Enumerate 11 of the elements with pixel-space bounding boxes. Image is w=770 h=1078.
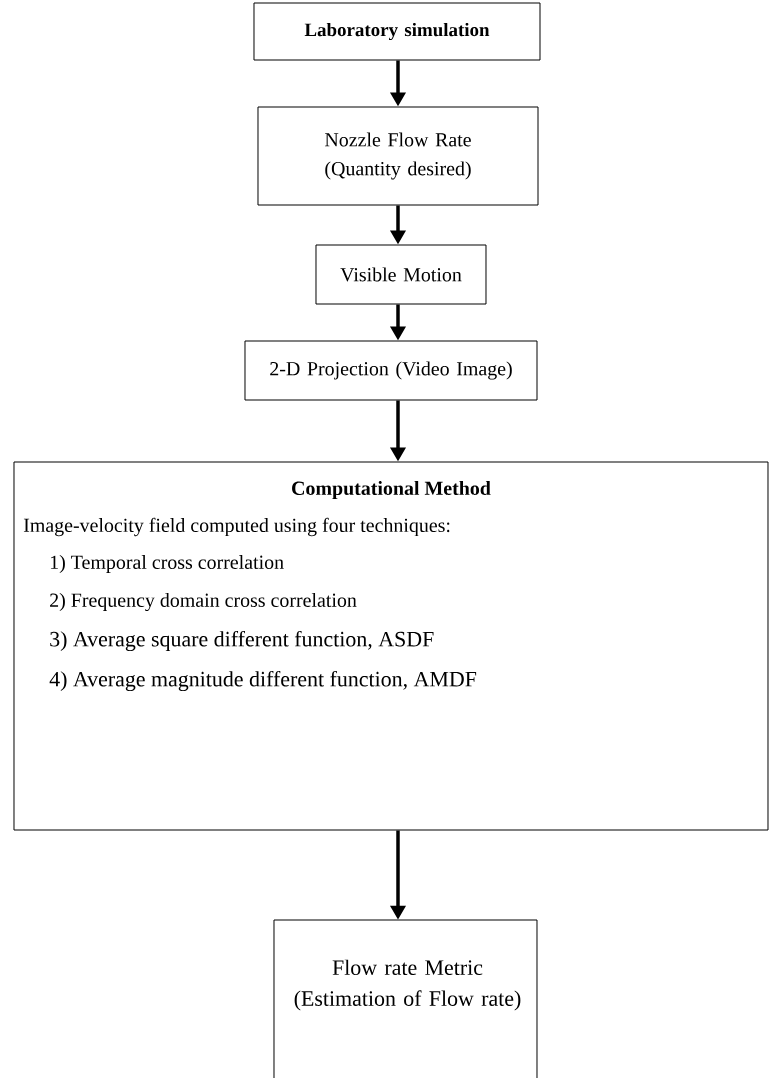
heading: Computational Method bbox=[292, 480, 491, 500]
process-box: 2-D Projection (Video Image) bbox=[244, 340, 538, 401]
process-box: Visible Motion bbox=[315, 244, 487, 305]
process-box: Flow rate Metric (Estimation of Flow rate) bbox=[273, 919, 538, 1078]
process-box: Nozzle Flow Rate (Quantity desired) bbox=[257, 106, 539, 206]
list-item: 4) Average magnitude different function, AMDF bbox=[49, 670, 477, 692]
list-item: 3) Average square different function, ASDF bbox=[50, 630, 434, 652]
process-box: Laboratory simulation bbox=[253, 2, 541, 61]
intro-text: Image-velocity field computed using four techniques: bbox=[23, 517, 450, 537]
list-item: 1) Temporal cross correlation bbox=[50, 554, 284, 574]
list-item: 2) Frequency domain cross correlation bbox=[50, 592, 357, 612]
